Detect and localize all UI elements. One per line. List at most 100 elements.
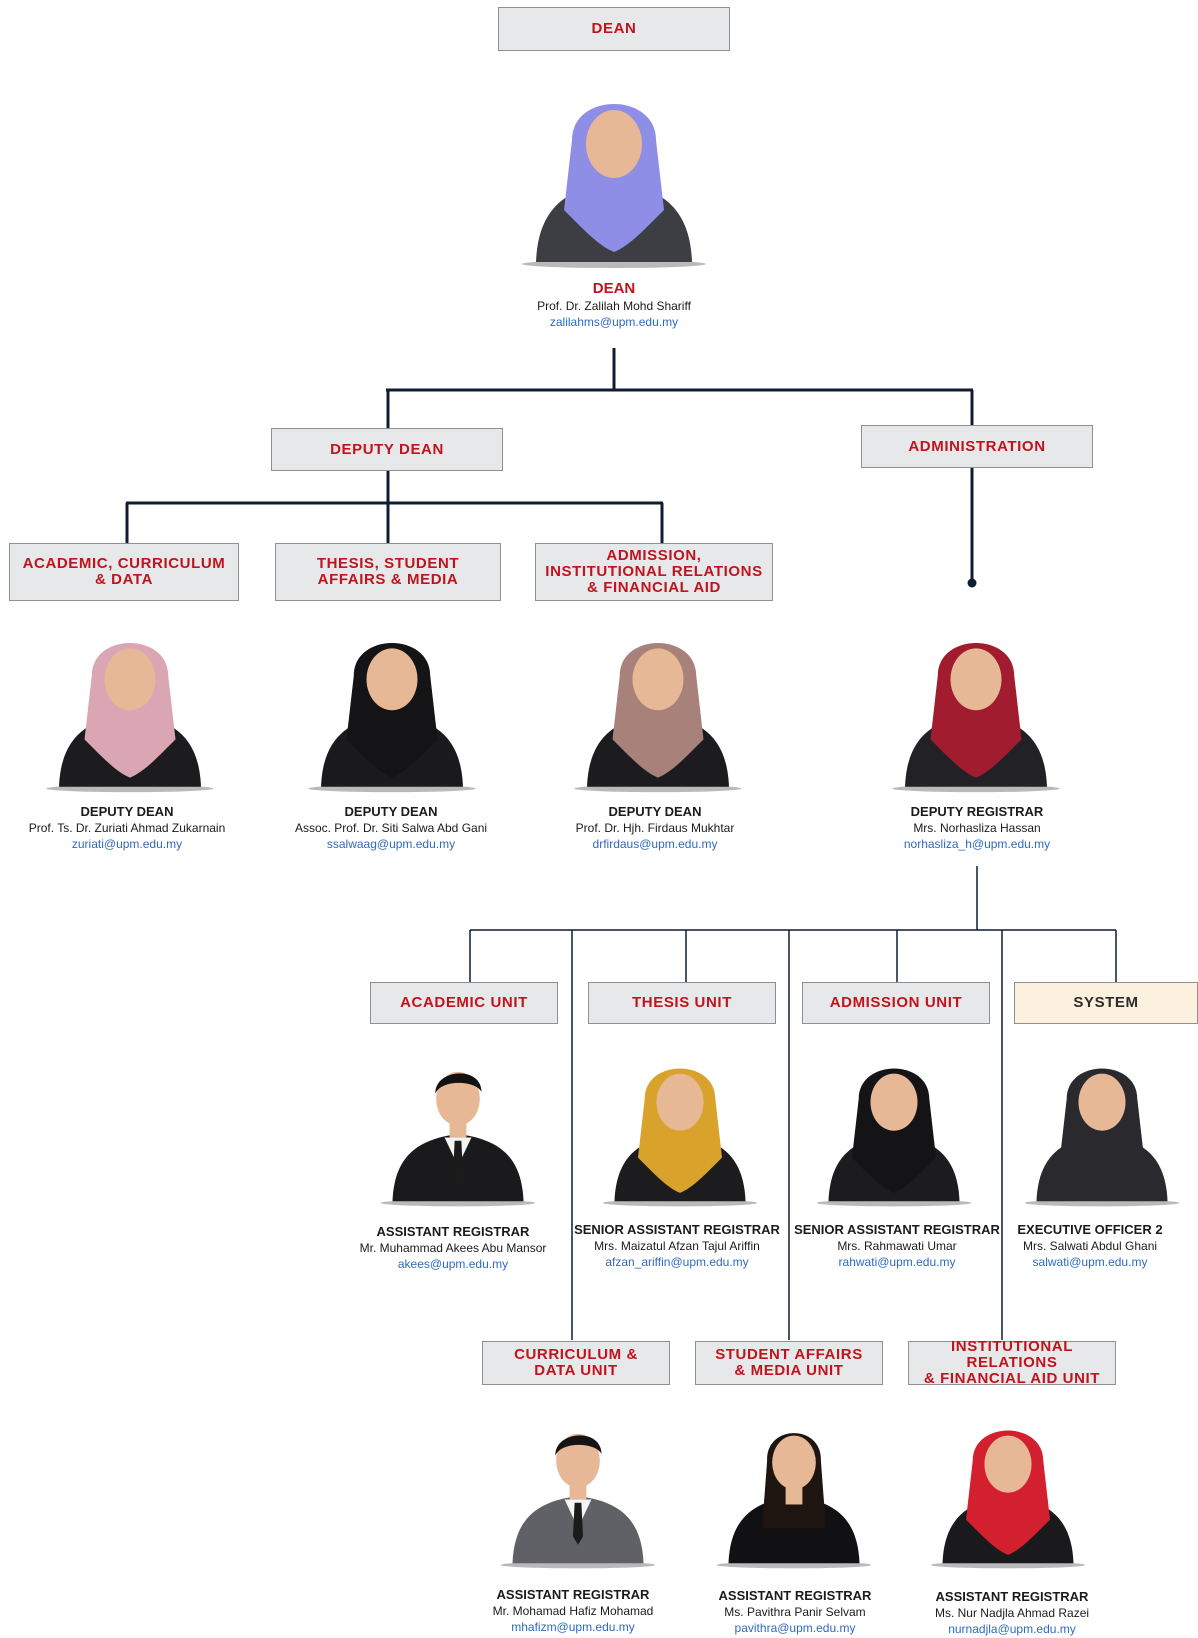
photo-tie <box>572 1502 584 1545</box>
system-info: EXECUTIVE OFFICER 2 Mrs. Salwati Abdul G… <box>983 1222 1197 1270</box>
photo-shadow <box>816 1199 972 1207</box>
photo-shadow <box>500 1561 656 1569</box>
photo-face <box>556 1433 600 1488</box>
photo-face <box>950 648 1002 711</box>
box-line: DATA UNIT <box>534 1362 618 1379</box>
institutional-unit-name: Ms. Nur Nadjla Ahmad Razei <box>934 1606 1090 1620</box>
institutional-unit-info: ASSISTANT REGISTRAR Ms. Nur Nadjla Ahmad… <box>882 1589 1142 1637</box>
dean-email[interactable]: zalilahms@upm.edu.my <box>549 315 679 329</box>
deputy-dean-thesis-info: DEPUTY DEAN Assoc. Prof. Dr. Siti Salwa … <box>261 804 521 852</box>
photo-shadow <box>308 784 476 793</box>
photo-face <box>104 648 156 711</box>
admission-unit-box-label: ADMISSION UNIT <box>829 994 963 1011</box>
admission-unit-box: ADMISSION UNIT <box>802 982 990 1024</box>
photo-face <box>656 1073 704 1131</box>
academic-unit-photo <box>362 1040 554 1208</box>
photo-shadow <box>716 1561 872 1569</box>
deputy-dean-admission-photo <box>562 612 754 794</box>
box-line: STUDENT AFFAIRS <box>715 1346 863 1363</box>
photo-shadow <box>892 784 1060 793</box>
photo-face <box>586 110 642 178</box>
institutional-unit-photo <box>918 1402 1098 1570</box>
photo-shadow <box>602 1199 758 1207</box>
dean-name: Prof. Dr. Zalilah Mohd Shariff <box>537 299 691 313</box>
curriculum-unit-photo <box>488 1402 668 1570</box>
photo-shadow <box>46 784 214 793</box>
photo-face <box>632 648 684 711</box>
thesis-unit-email[interactable]: afzan_ariffin@upm.edu.my <box>605 1255 749 1269</box>
photo-face <box>1078 1073 1126 1131</box>
deputy-dean-admission-role: DEPUTY DEAN <box>608 804 702 819</box>
thesis-unit-box: THESIS UNIT <box>588 982 776 1024</box>
system-name: Mrs. Salwati Abdul Ghani <box>1022 1239 1158 1253</box>
admission-unit-name: Mrs. Rahmawati Umar <box>837 1239 957 1253</box>
academic-unit-email[interactable]: akees@upm.edu.my <box>397 1257 509 1271</box>
deputy-dean-academic-role: DEPUTY DEAN <box>80 804 174 819</box>
deputy-dean-academic-photo <box>34 612 226 794</box>
photo-face <box>870 1073 918 1131</box>
academic-unit-name: Mr. Muhammad Akees Abu Mansor <box>359 1241 547 1255</box>
box-line: & DATA <box>94 571 154 588</box>
box-line: INSTITUTIONAL RELATIONS <box>545 563 763 580</box>
box-line: & MEDIA UNIT <box>734 1362 844 1379</box>
system-email[interactable]: salwati@upm.edu.my <box>1032 1255 1148 1269</box>
student-affairs-unit-photo <box>704 1402 884 1570</box>
photo-hair <box>435 1073 482 1094</box>
institutional-unit-role: ASSISTANT REGISTRAR <box>935 1589 1089 1604</box>
curriculum-unit-role: ASSISTANT REGISTRAR <box>496 1587 650 1602</box>
academic-unit-box-label: ACADEMIC UNIT <box>400 994 528 1011</box>
deputy-dean-box: DEPUTY DEAN <box>271 428 503 471</box>
student-affairs-unit-role: ASSISTANT REGISTRAR <box>718 1588 872 1603</box>
deputy-dean-academic-email[interactable]: zuriati@upm.edu.my <box>71 837 183 851</box>
deputy-registrar-info: DEPUTY REGISTRAR Mrs. Norhasliza Hassan … <box>847 804 1107 852</box>
connector-dot <box>967 578 977 588</box>
photo-neck <box>785 1484 803 1505</box>
academic-curriculum-data-box: ACADEMIC, CURRICULUM & DATA <box>9 543 239 601</box>
photo-shadow <box>1024 1199 1180 1207</box>
deputy-dean-thesis-email[interactable]: ssalwaag@upm.edu.my <box>326 837 456 851</box>
deputy-dean-thesis-photo <box>296 612 488 794</box>
curriculum-unit-email[interactable]: mhafizm@upm.edu.my <box>511 1620 635 1634</box>
system-box-label: SYSTEM <box>1073 994 1139 1011</box>
thesis-unit-photo <box>584 1040 776 1208</box>
photo-shadow <box>574 784 742 793</box>
student-affairs-unit-name: Ms. Pavithra Panir Selvam <box>724 1605 866 1619</box>
institutional-unit-email[interactable]: nurnadjla@upm.edu.my <box>948 1622 1076 1636</box>
photo-face <box>366 648 418 711</box>
deputy-dean-academic-name: Prof. Ts. Dr. Zuriati Ahmad Zukarnain <box>28 821 226 835</box>
thesis-student-affairs-media-box: THESIS, STUDENT AFFAIRS & MEDIA <box>275 543 501 601</box>
box-line: AFFAIRS & MEDIA <box>317 571 459 588</box>
curriculum-unit-info: ASSISTANT REGISTRAR Mr. Mohamad Hafiz Mo… <box>443 1587 703 1635</box>
thesis-unit-info: SENIOR ASSISTANT REGISTRAR Mrs. Maizatul… <box>547 1222 807 1270</box>
administration-box-label: ADMINISTRATION <box>908 437 1046 455</box>
institutional-relations-unit-box: INSTITUTIONAL RELATIONS & FINANCIAL AID … <box>908 1338 1116 1387</box>
deputy-dean-admission-name: Prof. Dr. Hjh. Firdaus Mukhtar <box>575 821 735 835</box>
administration-box: ADMINISTRATION <box>861 425 1093 468</box>
box-line: INSTITUTIONAL RELATIONS <box>951 1338 1073 1371</box>
photo-tie <box>452 1140 464 1183</box>
system-role: EXECUTIVE OFFICER 2 <box>1017 1222 1163 1237</box>
admission-unit-email[interactable]: rahwati@upm.edu.my <box>838 1255 956 1269</box>
box-line: CURRICULUM & <box>514 1346 638 1363</box>
dean-photo <box>508 70 720 270</box>
deputy-registrar-email[interactable]: norhasliza_h@upm.edu.my <box>903 837 1051 851</box>
photo-shadow <box>380 1199 536 1207</box>
student-affairs-unit-info: ASSISTANT REGISTRAR Ms. Pavithra Panir S… <box>665 1588 925 1636</box>
academic-unit-info: ASSISTANT REGISTRAR Mr. Muhammad Akees A… <box>323 1224 583 1272</box>
deputy-dean-admission-email[interactable]: drfirdaus@upm.edu.my <box>592 837 718 851</box>
deputy-registrar-role: DEPUTY REGISTRAR <box>910 804 1044 819</box>
curriculum-data-unit-box: CURRICULUM & DATA UNIT <box>482 1341 670 1385</box>
photo-face <box>772 1435 816 1490</box>
deputy-dean-academic-info: DEPUTY DEAN Prof. Ts. Dr. Zuriati Ahmad … <box>0 804 257 852</box>
curriculum-unit-name: Mr. Mohamad Hafiz Mohamad <box>492 1604 654 1618</box>
deputy-dean-thesis-name: Assoc. Prof. Dr. Siti Salwa Abd Gani <box>294 821 488 835</box>
admission-unit-info: SENIOR ASSISTANT REGISTRAR Mrs. Rahmawat… <box>767 1222 1027 1270</box>
student-affairs-unit-email[interactable]: pavithra@upm.edu.my <box>734 1621 856 1635</box>
thesis-unit-box-label: THESIS UNIT <box>632 994 732 1011</box>
photo-face <box>436 1071 480 1126</box>
admission-institutional-box: ADMISSION, INSTITUTIONAL RELATIONS & FIN… <box>535 543 773 601</box>
admission-unit-photo <box>798 1040 990 1208</box>
dean-box: DEAN <box>498 7 730 51</box>
student-affairs-media-unit-box: STUDENT AFFAIRS & MEDIA UNIT <box>695 1341 883 1385</box>
dean-role: DEAN <box>592 280 636 297</box>
